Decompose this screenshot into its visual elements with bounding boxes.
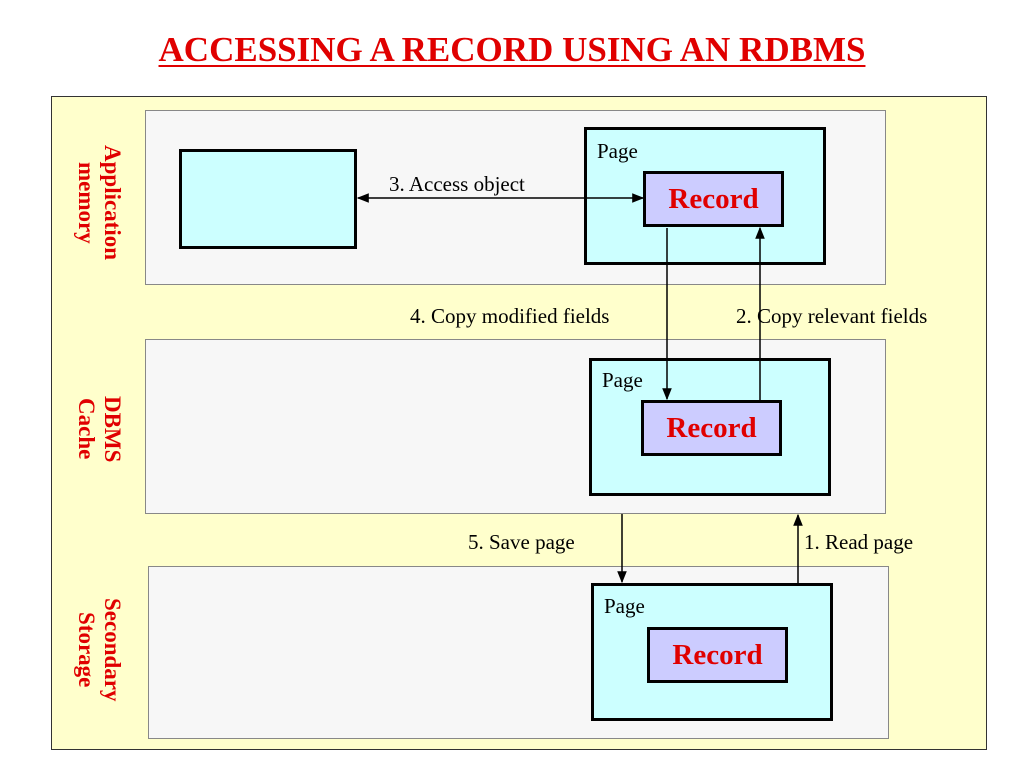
diagram-title: ACCESSING A RECORD USING AN RDBMS (158, 30, 866, 69)
step-access-object-label: 3. Access object (389, 172, 525, 196)
step-copy-relevant-label: 2. Copy relevant fields (736, 304, 928, 328)
secondary-storage-record: Record (647, 627, 788, 683)
application-object (179, 149, 357, 249)
application-memory-label: Application memory (74, 145, 125, 261)
step-save-page-label: 5. Save page (468, 530, 575, 554)
secondary-storage-label: Secondary Storage (74, 598, 125, 702)
application-record: Record (643, 171, 784, 227)
step-copy-modified-label: 4. Copy modified fields (410, 304, 610, 328)
dbms-cache-page-label: Page (602, 368, 643, 392)
step-read-page-label: 1. Read page (804, 530, 914, 554)
dbms-cache-record: Record (641, 400, 782, 456)
application-page-label: Page (597, 139, 638, 163)
dbms-cache-label: DBMS Cache (74, 395, 125, 463)
secondary-storage-page-label: Page (604, 594, 645, 618)
